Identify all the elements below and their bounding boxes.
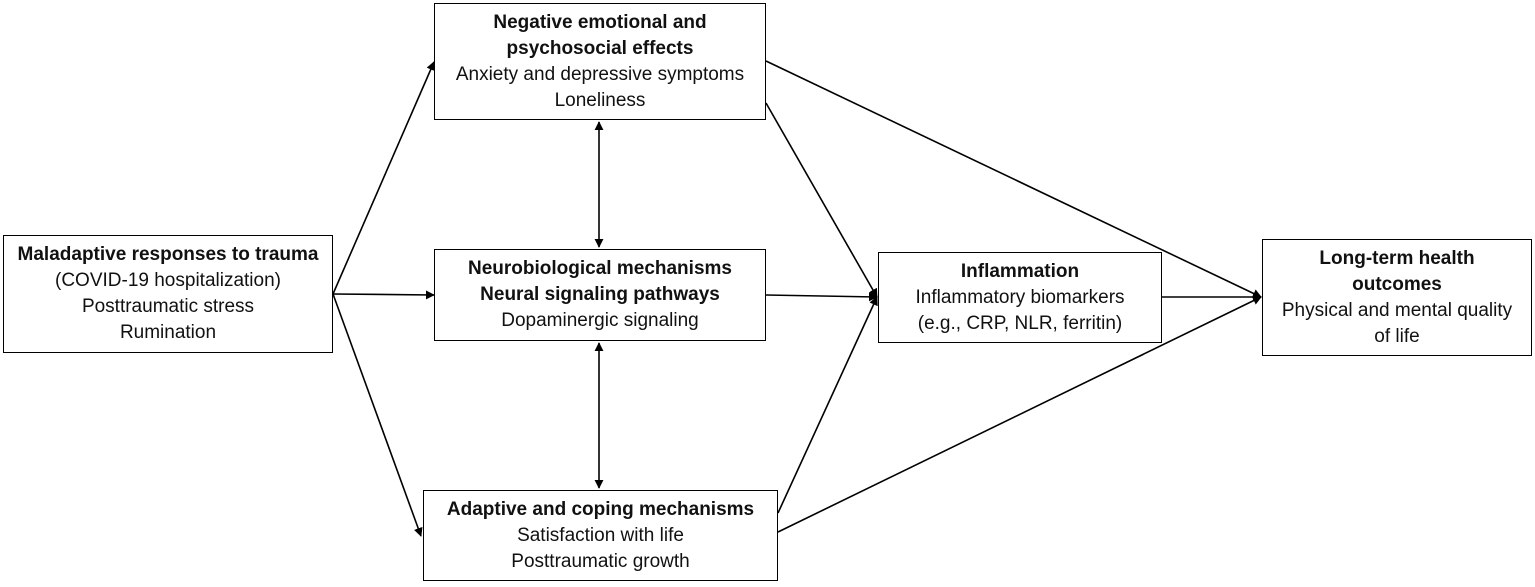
arrow-negative-to-longterm [765, 60, 1262, 298]
node-long-term-outcomes: Long-term health outcomes Physical and m… [1262, 239, 1532, 356]
arrow-maladaptive-to-neuro [332, 290, 435, 300]
arrow-neuro-to-inflammation [765, 292, 878, 302]
node-line: Posttraumatic growth [511, 550, 690, 572]
node-line: Satisfaction with life [517, 524, 684, 546]
arrow-negative-to-inflammation [765, 102, 878, 298]
node-line: Posttraumatic stress [81, 296, 255, 317]
node-adaptive-coping: Adaptive and coping mechanisms Satisfact… [423, 490, 778, 581]
node-title: Long-term health [1319, 247, 1475, 269]
node-neurobiological-mechanisms: Neurobiological mechanisms Neural signal… [434, 249, 766, 341]
node-inflammation: Inflammation Inflammatory biomarkers (e.… [878, 252, 1162, 343]
node-title: psychosocial effects [506, 37, 694, 59]
node-negative-effects: Negative emotional and psychosocial effe… [434, 3, 766, 120]
node-line: Inflammatory biomarkers [915, 286, 1125, 308]
arrow-adaptive-to-inflammation [777, 296, 878, 514]
node-title: Neural signaling pathways [480, 284, 720, 305]
arrow-maladaptive-to-negative [332, 61, 435, 295]
node-line: Rumination [119, 322, 217, 343]
node-title: outcomes [1352, 273, 1442, 295]
node-maladaptive-responses: Maladaptive responses to trauma (COVID-1… [3, 235, 333, 353]
node-line: Anxiety and depressive symptoms [455, 63, 745, 85]
node-line: (e.g., CRP, NLR, ferritin) [917, 312, 1123, 334]
node-line: Dopaminergic signaling [501, 310, 699, 331]
node-title: Negative emotional and [493, 11, 707, 33]
node-line: Physical and mental quality [1281, 299, 1513, 321]
node-title: Neurobiological mechanisms [468, 258, 732, 279]
node-line: of life [1374, 325, 1420, 347]
node-line: (COVID-19 hospitalization) [55, 270, 281, 291]
arrow-maladaptive-to-adaptive [332, 293, 423, 537]
node-title: Maladaptive responses to trauma [17, 244, 319, 265]
node-title: Inflammation [960, 260, 1080, 282]
node-line: Loneliness [554, 89, 646, 111]
arrow-adaptive-to-longterm [777, 296, 1262, 533]
node-title: Adaptive and coping mechanisms [446, 498, 755, 520]
